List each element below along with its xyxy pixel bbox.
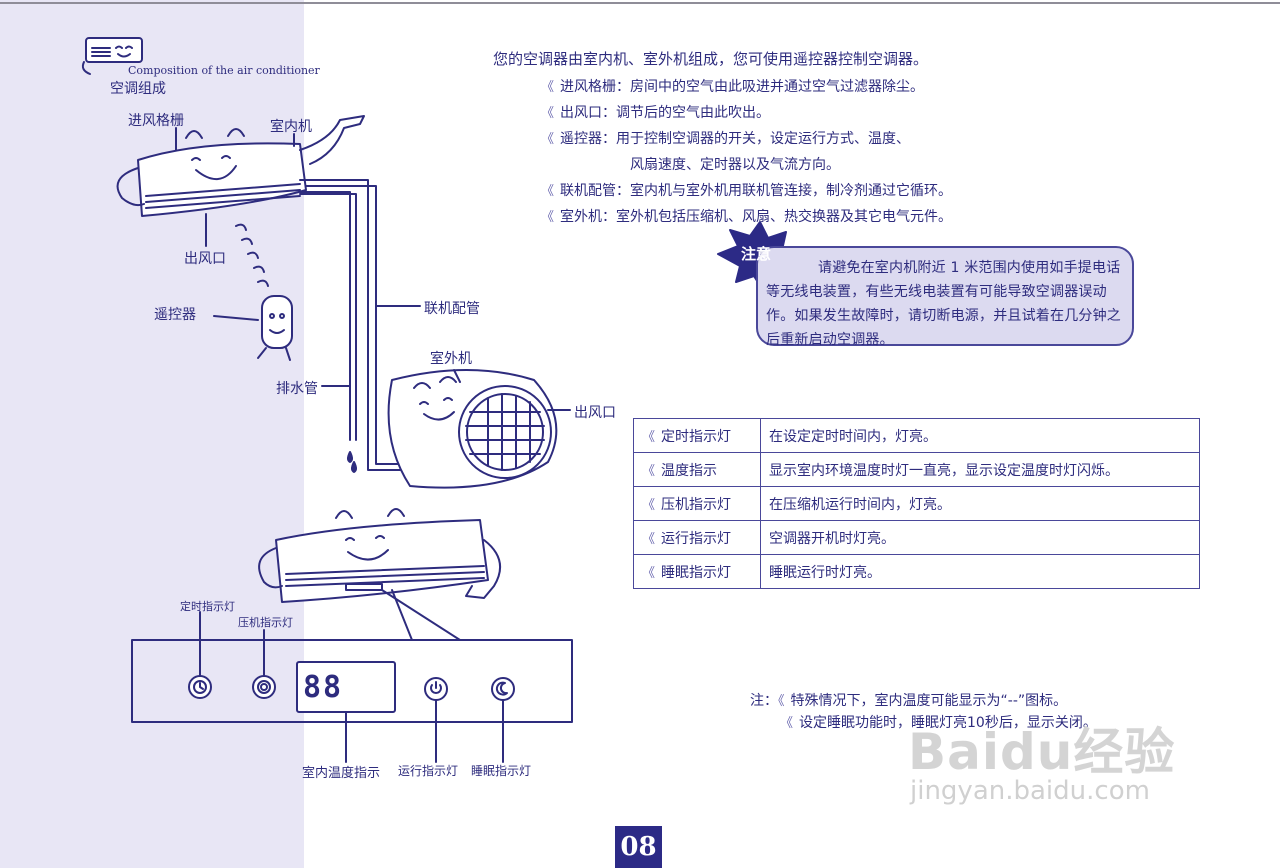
table-cell-name: 《压机指示灯: [633, 486, 761, 521]
indoor-unit-drawing: [116, 115, 365, 247]
chevron-bullet-icon: 《: [780, 716, 794, 731]
table-row: 《睡眠指示灯 睡眠运行时灯亮。: [633, 554, 1200, 589]
chevron-bullet-icon: 《: [642, 463, 656, 479]
footnote-1: 注：《特殊情况下，室内温度可能显示为“--”图标。: [750, 693, 1068, 709]
table-cell-desc: 在压缩机运行时间内，灯亮。: [760, 486, 1200, 521]
label-outdoor-unit: 室外机: [430, 351, 472, 367]
label-run-led: 运行指示灯: [398, 764, 459, 778]
table-cell-desc: 在设定定时时间内，灯亮。: [760, 418, 1200, 453]
pipes-drawing: [299, 179, 421, 473]
label-outlet: 出风口: [184, 251, 226, 267]
table-cell-name: 《睡眠指示灯: [633, 554, 761, 589]
table-row: 《压机指示灯 在压缩机运行时间内，灯亮。: [633, 486, 1200, 521]
control-panel-drawing: [131, 611, 573, 763]
bullet-pipe: 《联机配管：室内机与室外机用联机管连接，制冷剂通过它循环。: [541, 183, 953, 199]
footnote-2: 《设定睡眠功能时，睡眠灯亮10秒后，显示关闭。: [780, 715, 1097, 731]
table-row: 《定时指示灯 在设定定时时间内，灯亮。: [633, 418, 1200, 453]
chevron-bullet-icon: 《: [642, 531, 656, 547]
indicator-table: 《定时指示灯 在设定定时时间内，灯亮。 《温度指示 显示室内环境温度时灯一直亮，…: [633, 418, 1200, 589]
watermark-brand: Baidu经验: [908, 723, 1176, 781]
label-inlet-grille: 进风格栅: [128, 113, 184, 129]
table-row: 《温度指示 显示室内环境温度时灯一直亮，显示设定温度时灯闪烁。: [633, 452, 1200, 487]
chevron-bullet-icon: 《: [541, 106, 555, 121]
table-cell-name: 《温度指示: [633, 452, 761, 487]
chevron-bullet-icon: 《: [541, 132, 555, 147]
indoor-unit-bottom-drawing: [258, 508, 502, 641]
bullet-inlet: 《进风格栅：房间中的空气由此吸进并通过空气过滤器除尘。: [541, 79, 925, 95]
label-timer-led: 定时指示灯: [180, 600, 235, 613]
table-cell-desc: 空调器开机时灯亮。: [760, 520, 1200, 555]
table-cell-name: 《定时指示灯: [633, 418, 761, 453]
bullet-remote-cont: 风扇速度、定时器以及气流方向。: [630, 157, 840, 173]
intro-text: 您的空调器由室内机、室外机组成，您可使用遥控器控制空调器。: [493, 50, 929, 68]
label-pipe: 联机配管: [424, 301, 480, 317]
chevron-bullet-icon: 《: [541, 80, 555, 95]
label-indoor-unit: 室内机: [270, 119, 312, 135]
top-rule: [0, 2, 1280, 4]
outdoor-unit-drawing: [387, 369, 571, 489]
watermark-url: jingyan.baidu.com: [910, 776, 1150, 806]
chevron-bullet-icon: 《: [642, 429, 656, 445]
timer-icon: [193, 680, 207, 694]
bullet-outlet: 《出风口：调节后的空气由此吹出。: [541, 105, 771, 121]
notice-text: 请避免在室内机附近 1 米范围内使用如手提电话等无线电装置，有些无线电装置有可能…: [766, 260, 1121, 348]
chevron-bullet-icon: 《: [541, 210, 555, 225]
label-drain: 排水管: [276, 381, 318, 397]
page-number: 08: [615, 826, 662, 868]
chevron-bullet-icon: 《: [778, 694, 785, 709]
chevron-bullet-icon: 《: [642, 497, 656, 513]
ac-logo-icon: [81, 37, 143, 75]
power-icon: [430, 681, 442, 694]
temperature-display: 88: [303, 670, 344, 705]
remote-drawing: [213, 223, 293, 361]
label-compressor-led: 压机指示灯: [238, 616, 293, 629]
notice-box: [756, 246, 1134, 346]
chevron-bullet-icon: 《: [642, 565, 656, 581]
label-outdoor-outlet: 出风口: [574, 405, 616, 421]
table-cell-desc: 睡眠运行时灯亮。: [760, 554, 1200, 589]
table-cell-name: 《运行指示灯: [633, 520, 761, 555]
chevron-bullet-icon: 《: [541, 184, 555, 199]
compressor-icon: [257, 680, 271, 694]
bullet-remote: 《遥控器：用于控制空调器的开关，设定运行方式、温度、: [541, 131, 911, 147]
table-row: 《运行指示灯 空调器开机时灯亮。: [633, 520, 1200, 555]
subtitle-en: Composition of the air conditioner: [128, 64, 320, 77]
section-title: 空调组成: [110, 81, 166, 97]
notice-label: 注意: [741, 245, 772, 263]
label-remote: 遥控器: [154, 307, 196, 323]
table-cell-desc: 显示室内环境温度时灯一直亮，显示设定温度时灯闪烁。: [760, 452, 1200, 487]
label-temp-indicator: 室内温度指示: [302, 766, 381, 781]
bullet-outdoor: 《室外机：室外机包括压缩机、风扇、热交换器及其它电气元件。: [541, 209, 953, 225]
label-sleep-led: 睡眠指示灯: [471, 764, 532, 778]
sleep-moon-icon: [495, 681, 508, 696]
